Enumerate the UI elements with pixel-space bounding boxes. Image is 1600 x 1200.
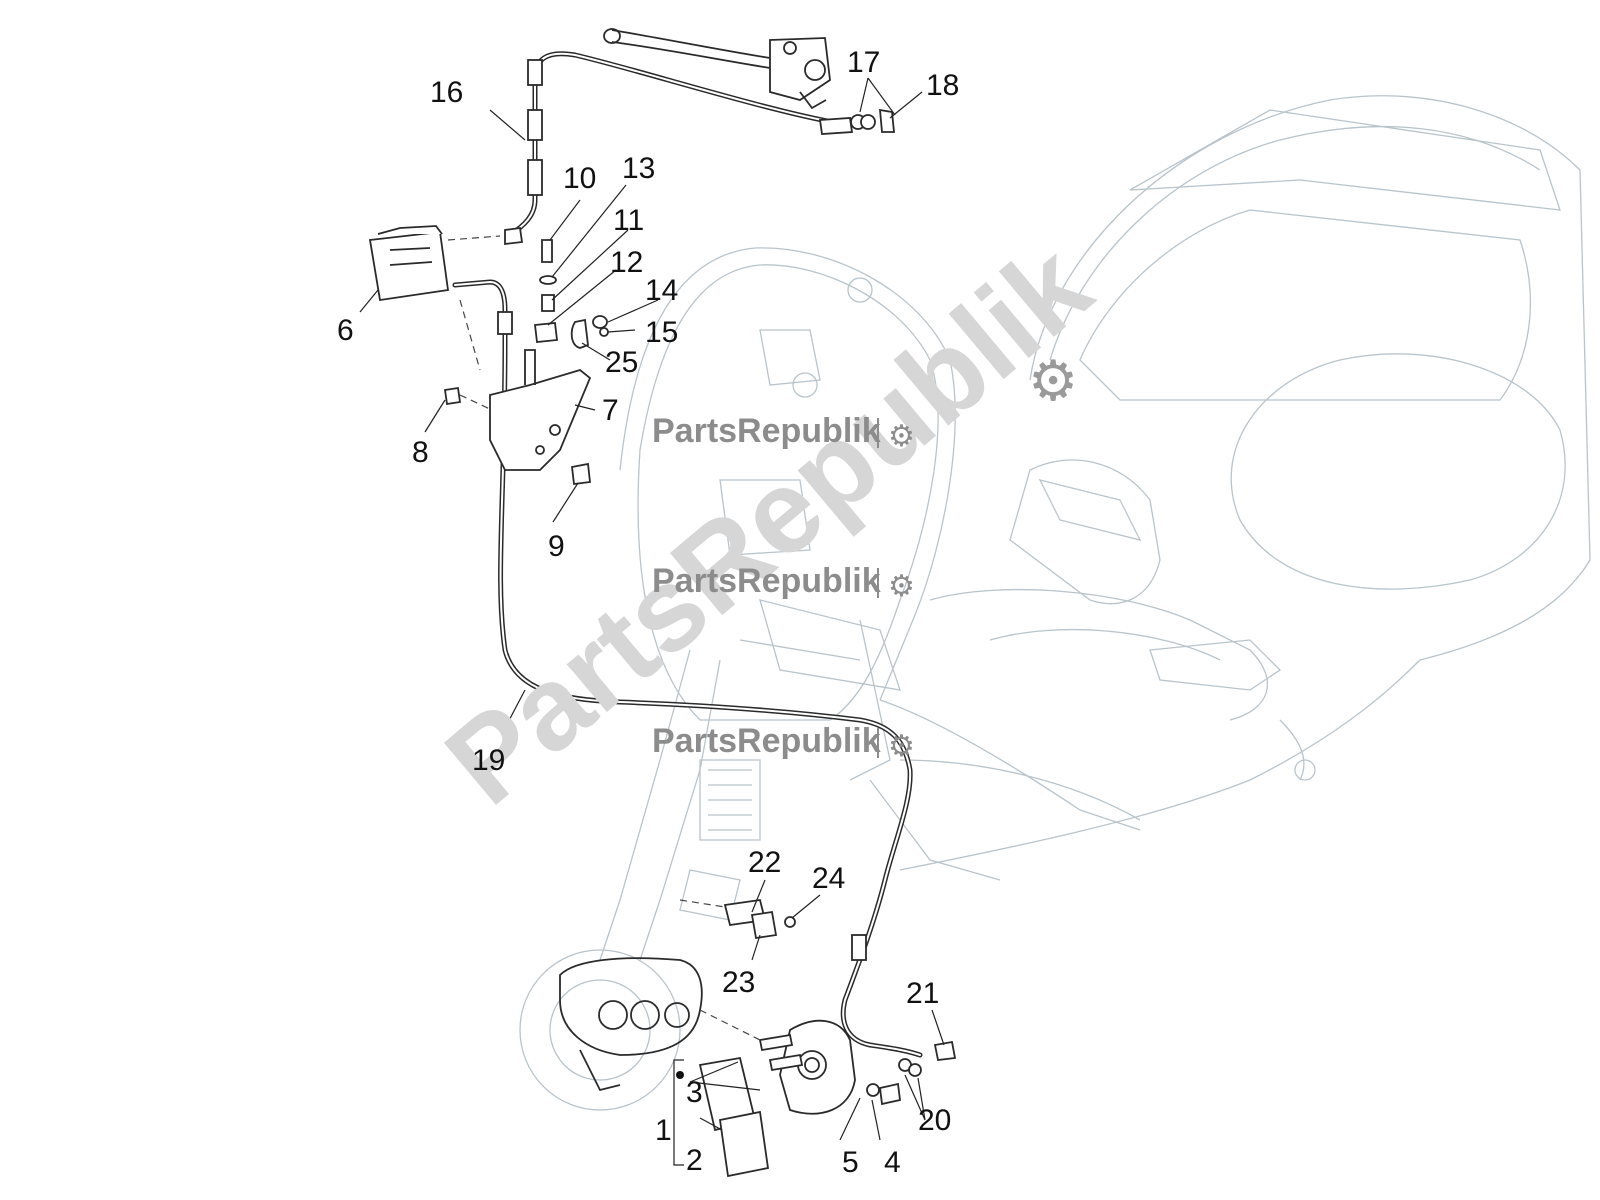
callout-6: 6 (337, 314, 354, 347)
gear-icon: ⚙ (888, 730, 915, 763)
callout-labels: 1 2 3 4 5 6 7 8 9 10 11 12 13 14 15 16 1… (337, 46, 959, 1179)
callout-11: 11 (613, 204, 644, 237)
callout-19: 19 (472, 744, 505, 777)
watermark-brand-top: PartsRepublik (652, 412, 881, 450)
leg-shield-outline (619, 247, 956, 781)
upper-brake-hose (504, 51, 895, 246)
caliper-exploded (698, 1009, 957, 1178)
callout-1: 1 (655, 1114, 672, 1147)
callout-16: 16 (430, 76, 463, 109)
gear-icon: ⚙ (888, 420, 915, 453)
callout-20: 20 (918, 1104, 951, 1137)
brake-lever-assembly (603, 28, 831, 110)
gear-icon: ⚙ (1028, 349, 1078, 412)
gear-icon: ⚙ (888, 570, 915, 603)
callout-21: 21 (906, 977, 939, 1010)
callout-23: 23 (722, 966, 755, 999)
front-brake-hose (452, 279, 923, 1058)
callout-10: 10 (563, 162, 596, 195)
scooter-body-outline (869, 95, 1591, 881)
watermark-layer: PartsRepublik PartsRepublik ⚙ PartsRepub… (422, 219, 1115, 830)
watermark-brand-bottom: PartsRepublik (652, 722, 881, 760)
callout-13: 13 (622, 152, 655, 185)
callout-17: 17 (847, 46, 880, 79)
callout-12: 12 (610, 246, 643, 279)
mounted-caliper (559, 957, 703, 1092)
callout-22: 22 (748, 846, 781, 879)
callout-24: 24 (812, 862, 845, 895)
leader-lines (359, 77, 945, 1166)
callout-3: 3 (686, 1076, 703, 1109)
callout-18: 18 (926, 69, 959, 102)
callout-4: 4 (884, 1146, 901, 1179)
callout-14: 14 (645, 274, 678, 307)
callout-5: 5 (842, 1146, 859, 1179)
watermark-brand-middle: PartsRepublik (652, 562, 881, 600)
hose-clip (679, 898, 796, 940)
callout-25: 25 (605, 346, 638, 379)
callout-15: 15 (645, 316, 678, 349)
callout-2: 2 (686, 1144, 703, 1177)
abs-control-unit (368, 225, 501, 371)
callout-9: 9 (548, 530, 565, 563)
abs-bracket (443, 349, 592, 486)
callout-7: 7 (602, 394, 619, 427)
callout-8: 8 (412, 436, 429, 469)
small-fasteners (533, 239, 609, 349)
